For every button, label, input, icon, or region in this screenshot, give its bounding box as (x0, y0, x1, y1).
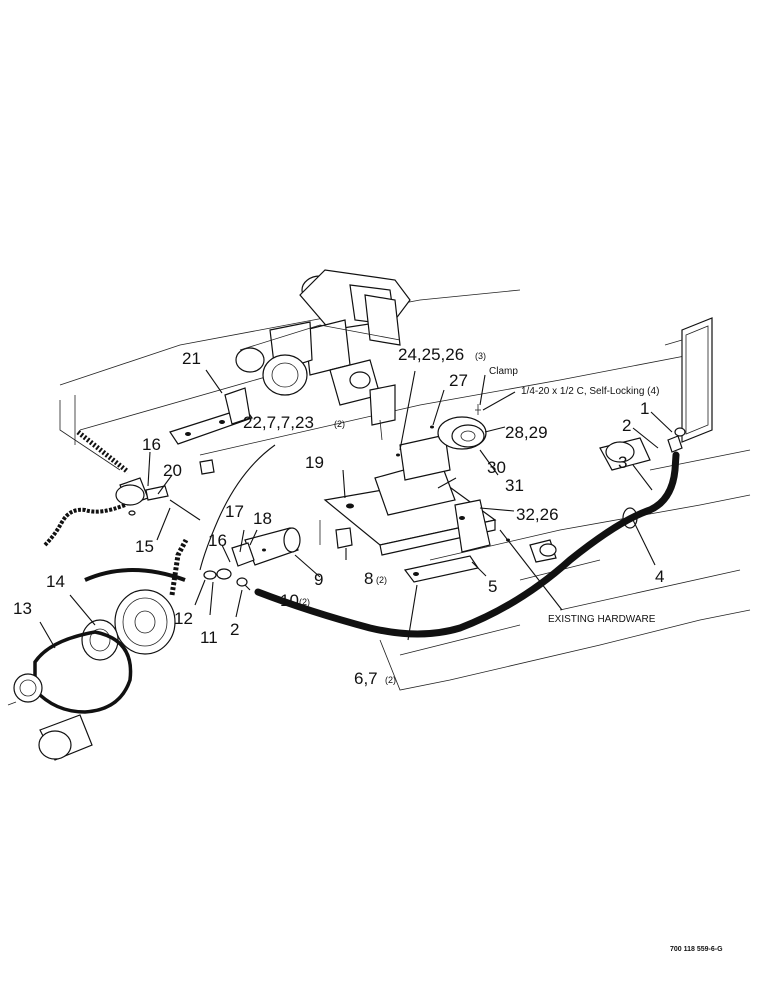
callout-21: 21 (182, 349, 201, 368)
callout-20: 20 (163, 461, 182, 480)
belt-icon (33, 630, 133, 714)
callout-22-7-7-23: 22,7,7,23 (243, 413, 314, 432)
callout-12: 12 (174, 609, 193, 628)
callout-19: 19 (305, 453, 324, 472)
callout-15: 15 (135, 537, 154, 556)
engine-cluster (235, 269, 411, 441)
callout-8: 8 (364, 569, 373, 588)
mount-plate (319, 434, 497, 583)
callout-3: 3 (618, 453, 627, 472)
callout-11: 11 (200, 628, 218, 647)
belt-drive (7, 568, 186, 761)
existing-hardware-note: EXISTING HARDWARE (548, 614, 656, 625)
machine-frame (59, 289, 751, 691)
valve-assembly (43, 477, 169, 547)
callout-27: 27 (449, 371, 468, 390)
callout-5: 5 (488, 577, 497, 596)
figure-reference: 700 118 559-6-G (670, 946, 723, 953)
callout-6-7: 6,7 (354, 669, 378, 688)
callout-28-29: 28,29 (505, 423, 548, 442)
hose-icon (169, 538, 189, 596)
callout-2: 2 (622, 416, 631, 435)
callout-8-qty: (2) (376, 575, 387, 585)
callout-22-qty: (2) (334, 419, 345, 429)
callout-32-26: 32,26 (516, 505, 559, 524)
fittings-right (506, 427, 686, 563)
callout-16b: 16 (208, 531, 227, 550)
bracket-21 (169, 387, 253, 475)
callout-9: 9 (314, 570, 323, 589)
callout-18: 18 (253, 509, 272, 528)
callout-17: 17 (225, 502, 244, 521)
leader-lines (39, 369, 673, 649)
callout-10-qty: (2) (299, 597, 310, 607)
pump-assembly (396, 404, 487, 457)
callout-2b: 2 (230, 620, 239, 639)
notes: Clamp 1/4-20 x 1/2 C, Self-Locking (4) E… (489, 366, 723, 953)
self-locking-note: 1/4-20 x 1/2 C, Self-Locking (4) (521, 386, 659, 397)
hydraulic-motor-icon (203, 527, 301, 587)
callout-labels: 1 2 3 4 5 6,7 (2) 8 (2) 9 10 (2) 11 12 2… (13, 345, 664, 688)
callout-24-qty: (3) (475, 351, 486, 361)
callout-24-25-26: 24,25,26 (398, 345, 464, 364)
clamp-note: Clamp (489, 366, 518, 377)
callout-4: 4 (655, 567, 664, 586)
callout-6-7-qty: (2) (385, 675, 396, 685)
callout-31: 31 (505, 476, 524, 495)
callout-16a: 16 (142, 435, 161, 454)
callout-30: 30 (487, 458, 506, 477)
callout-13: 13 (13, 599, 32, 618)
callout-1: 1 (640, 399, 649, 418)
hose-icon (254, 451, 680, 638)
callout-14: 14 (46, 572, 65, 591)
hose-icon (43, 503, 126, 547)
pulley-icon (114, 589, 176, 655)
callout-10: 10 (280, 591, 299, 610)
